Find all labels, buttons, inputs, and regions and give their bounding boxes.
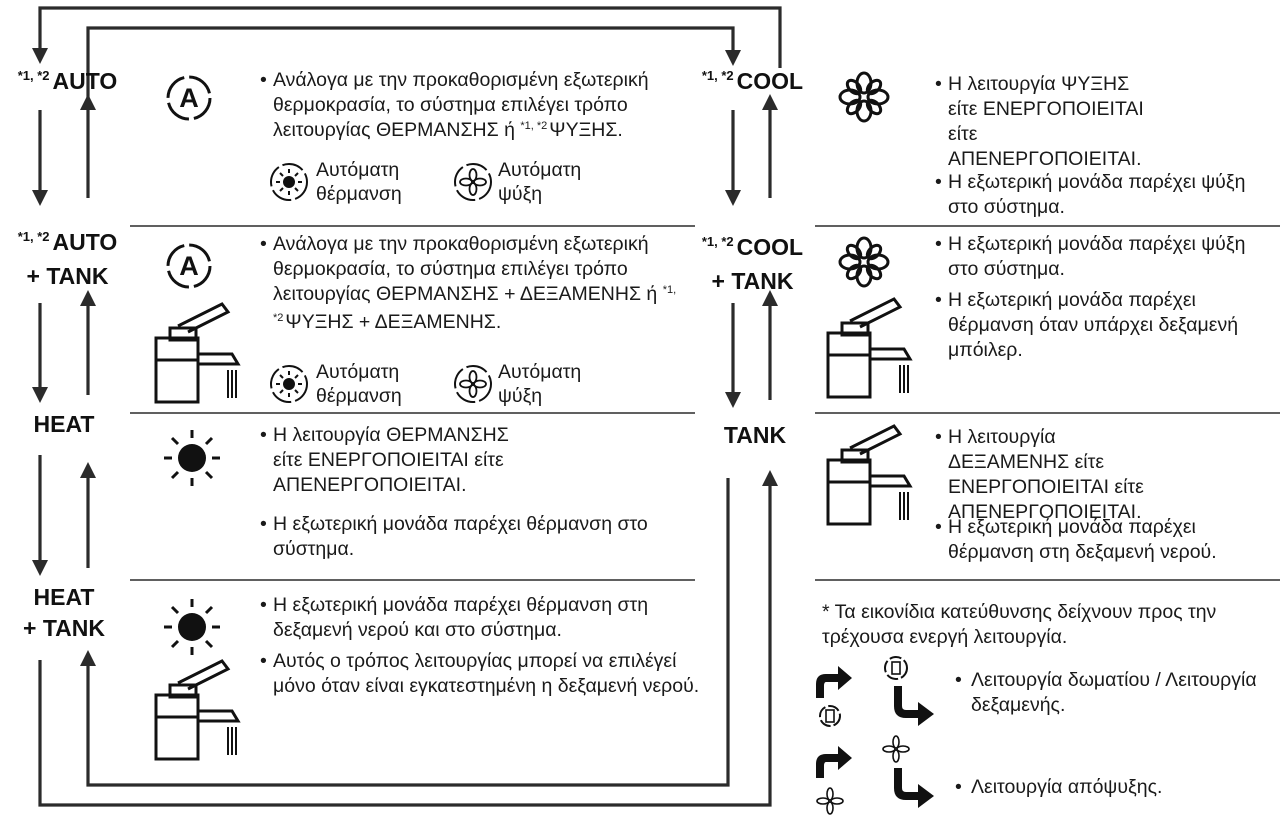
desc-auto: Ανάλογα με την προκαθορισμένη εξωτερική …: [260, 68, 700, 146]
desc-tank-bullet-1: Η λειτουργία ΔΕΞΑΜΕΝΗΣ είτε ΕΝΕΡΓΟΠΟΙΕΙΤ…: [935, 425, 1160, 525]
auto-cool-icon: [454, 365, 492, 403]
auto-heat-sub: Αυτόματη θέρμανση: [268, 158, 426, 206]
mode-heat-tank: HEAT + TANK: [23, 584, 105, 641]
mode-tank: TANK: [723, 422, 787, 448]
desc-heat-tank-bullet-1: Η εξωτερική μονάδα παρέχει θέρμανση στη …: [260, 593, 700, 643]
desc-cool-tank-bullet-1: Η εξωτερική μονάδα παρέχει ψύξη στο σύστ…: [935, 232, 1275, 282]
desc-cool-tank: Η εξωτερική μονάδα παρέχει ψύξη στο σύστ…: [935, 232, 1275, 363]
room-tank-note: •Λειτουργία δωματίου / Λειτουργία δεξαμε…: [955, 669, 1257, 716]
desc-cool-2: Η εξωτερική μονάδα παρέχει ψύξη στο σύστ…: [935, 170, 1265, 220]
bottom-loop-line: [38, 470, 778, 807]
desc-cool: Η λειτουργία ΨΥΞΗΣ είτε ΕΝΕΡΓΟΠΟΙΕΙΤΑΙ ε…: [935, 72, 1150, 172]
desc-cool-tank-bullet-2: Η εξωτερική μονάδα παρέχει θέρμανση όταν…: [935, 288, 1275, 363]
snowflake-icon: [838, 71, 890, 123]
auto-mode-icon: A: [166, 243, 212, 289]
desc-heat-bullet-1: Η λειτουργία ΘΕΡΜΑΝΣΗΣ είτε ΕΝΕΡΓΟΠΟΙΕΙΤ…: [260, 423, 540, 498]
top-return-line: [32, 6, 782, 68]
snowflake-icon: [838, 236, 890, 288]
auto-heat-icon: [270, 163, 308, 201]
direction-arrow-icon: [884, 656, 934, 726]
auto-cool-sub: Αυτόματη ψύξη: [452, 158, 608, 206]
auto-tank-cool-sub: Αυτόματη ψύξη: [452, 360, 608, 408]
faucet-icon: [826, 424, 913, 526]
faucet-icon: [154, 302, 241, 404]
desc-cool-bullet-1: Η λειτουργία ΨΥΞΗΣ είτε ΕΝΕΡΓΟΠΟΙΕΙΤΑΙ ε…: [935, 72, 1150, 172]
defrost-direction-icon: [816, 746, 852, 815]
desc-heat-tank-bullet-2: Αυτός ο τρόπος λειτουργίας μπορεί να επι…: [260, 649, 700, 699]
desc-heat-bullet-2: Η εξωτερική μονάδα παρέχει θέρμανση στο …: [260, 512, 700, 562]
desc-tank-bullet-2: Η εξωτερική μονάδα παρέχει θέρμανση στη …: [935, 515, 1265, 565]
faucet-icon: [826, 297, 913, 399]
desc-cool-bullet-2: Η εξωτερική μονάδα παρέχει ψύξη στο σύστ…: [935, 170, 1265, 220]
svg-text:A: A: [179, 251, 199, 281]
desc-auto-tank: Ανάλογα με την προκαθορισμένη εξωτερική …: [260, 232, 705, 338]
desc-tank-2: Η εξωτερική μονάδα παρέχει θέρμανση στη …: [935, 515, 1265, 565]
auto-to-cool-line: [86, 26, 741, 110]
auto-tank-heat-sub: Αυτόματη θέρμανση: [268, 360, 426, 408]
sun-icon: [164, 430, 220, 486]
sun-icon: [164, 599, 220, 655]
desc-tank: Η λειτουργία ΔΕΞΑΜΕΝΗΣ είτε ΕΝΕΡΓΟΠΟΙΕΙΤ…: [935, 425, 1160, 525]
defrost-note: •Λειτουργία απόψυξης.: [955, 776, 1163, 798]
defrost-direction-icon: [882, 735, 934, 808]
desc-auto-tank-bullet-1: Ανάλογα με την προκαθορισμένη εξωτερική …: [260, 232, 705, 338]
desc-heat-tank: Η εξωτερική μονάδα παρέχει θέρμανση στη …: [260, 593, 700, 699]
desc-heat-2: Η εξωτερική μονάδα παρέχει θέρμανση στο …: [260, 512, 700, 562]
auto-heat-icon: [270, 365, 308, 403]
svg-text:A: A: [179, 83, 199, 113]
direction-arrow-icon: [816, 666, 852, 727]
direction-note: * Τα εικονίδια κατεύθυνσης δείχνουν προς…: [822, 601, 1217, 648]
bottom-inner-line: [80, 478, 730, 787]
auto-cool-icon: [454, 163, 492, 201]
auto-mode-icon: A: [166, 75, 212, 121]
mode-heat: HEAT: [33, 411, 95, 437]
desc-auto-bullet-1: Ανάλογα με την προκαθορισμένη εξωτερική …: [260, 68, 700, 146]
desc-heat: Η λειτουργία ΘΕΡΜΑΝΣΗΣ είτε ΕΝΕΡΓΟΠΟΙΕΙΤ…: [260, 423, 540, 498]
faucet-icon: [154, 659, 241, 761]
